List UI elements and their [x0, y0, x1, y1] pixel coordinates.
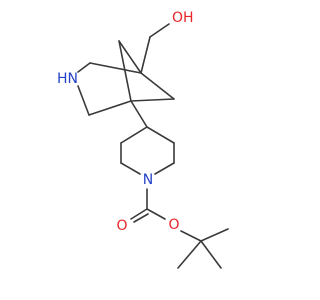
bond-ch2-oh: [149, 23, 170, 38]
bond-ch2-bridgehead-lower: [88, 100, 132, 116]
bond-carbonyl-ester-o: [146, 208, 166, 220]
bond-bridgehead-right: [140, 72, 175, 100]
carbonyl-oxygen-label: O: [116, 218, 127, 234]
atom-labels: OH HN N O O: [57, 10, 194, 234]
bond-pip-c2-n: [120, 162, 141, 175]
bond-top-bridgehead: [118, 40, 132, 102]
bond-pip-c5-c4: [146, 126, 175, 144]
molecule-diagram: OH HN N O O: [57, 10, 229, 269]
bond-ester-o-tbu: [180, 230, 202, 242]
bond-carbonyl-double-b: [133, 213, 149, 223]
bond-skeleton: [77, 23, 229, 269]
bond-bridgehead-ch2-upper: [89, 62, 142, 74]
bond-right-bridgehead: [130, 98, 175, 102]
bond-tbu-methyl-right: [200, 240, 222, 269]
piperidine-nitrogen-label: N: [143, 172, 153, 188]
hydroxyl-label: OH: [172, 10, 194, 26]
bond-tbu-methyl-up: [200, 228, 229, 242]
bond-nh-ch2-lower: [77, 85, 90, 116]
bond-tbu-methyl-left: [177, 240, 202, 269]
ester-oxygen-label: O: [168, 217, 179, 233]
structure-canvas: OH HN N O O: [57, 10, 229, 269]
bond-ch2-nh-upper: [77, 62, 91, 73]
bond-carbonyl-double-a: [130, 208, 148, 220]
bond-bridgehead-top: [118, 40, 142, 74]
bond-bridgehead-ch2: [140, 36, 151, 74]
bond-bicycle-piperidine: [130, 100, 148, 128]
bond-pip-n-c6: [154, 162, 175, 175]
bond-pip-c4-c3: [120, 126, 148, 144]
amine-label: HN: [57, 71, 78, 87]
